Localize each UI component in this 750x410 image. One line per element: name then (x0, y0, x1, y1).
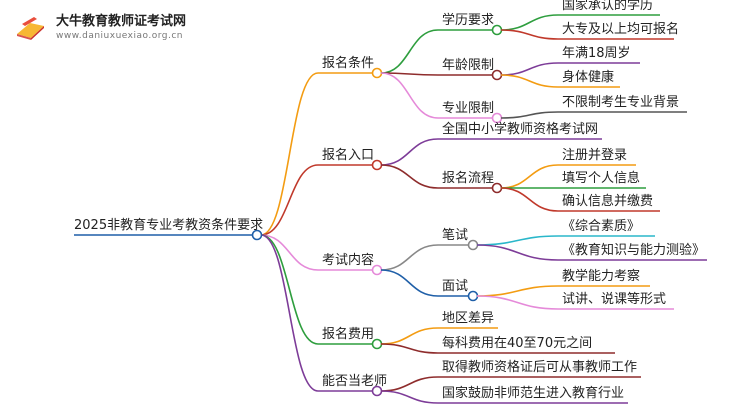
leaf-1-2-1: 年满18周岁 (562, 46, 631, 61)
child-node-3-2[interactable] (467, 290, 479, 302)
root-topic: 2025非教育专业考教资条件要求 (74, 218, 264, 233)
branch-link (260, 72, 319, 236)
leaf-link (476, 244, 559, 261)
leaf-link (500, 29, 559, 40)
child-link (380, 244, 439, 271)
leaf-3-2-1: 教学能力考察 (562, 269, 641, 284)
branch-4: 报名费用 (322, 327, 375, 342)
root-node[interactable] (251, 229, 263, 241)
leaf-1-2-2: 身体健康 (562, 70, 615, 85)
branch-5: 能否当老师 (322, 374, 388, 389)
child-link (380, 164, 439, 189)
child-1-1: 学历要求 (442, 13, 495, 28)
child-5-1: 取得教师资格证后可从事教师工作 (442, 360, 638, 375)
branch-link (260, 234, 319, 271)
leaf-3-1-1: 《综合素质》 (562, 219, 641, 234)
leaf-link (476, 285, 559, 297)
child-3-1: 笔试 (442, 228, 469, 243)
branch-link (260, 164, 319, 236)
leaf-link (500, 187, 559, 212)
child-node-3-1[interactable] (467, 239, 479, 251)
branch-link (260, 234, 319, 392)
leaf-1-1-1: 国家承认的学历 (562, 0, 654, 13)
leaf-link (476, 235, 559, 246)
child-link (380, 390, 439, 404)
child-2-1: 全国中小学教师资格考试网 (442, 122, 599, 137)
child-link (380, 72, 439, 119)
leaf-1-1-2: 大专及以上均可报名 (562, 22, 680, 37)
leaf-link (500, 74, 559, 88)
child-link (380, 29, 439, 74)
leaf-3-2-2: 试讲、说课等形式 (562, 292, 667, 307)
leaf-link (476, 295, 559, 310)
child-link (380, 269, 439, 297)
branch-2: 报名入口 (322, 148, 375, 163)
leaf-link (500, 111, 559, 119)
branch-link (260, 234, 319, 345)
child-4-2: 每科费用在40至70元之间 (442, 336, 593, 351)
child-4-1: 地区差异 (442, 311, 495, 326)
leaf-link (500, 62, 559, 76)
brand-name: 大牛教育教师证考试网 (56, 14, 187, 29)
child-link (380, 138, 439, 166)
child-5-2: 国家鼓励非师范生进入教育行业 (442, 386, 625, 401)
book-pencil-logo-icon (14, 14, 48, 42)
child-1-2: 年龄限制 (442, 58, 495, 73)
leaf-3-1-2: 《教育知识与能力测验》 (562, 243, 706, 258)
leaf-link (500, 14, 559, 31)
child-link (380, 343, 439, 354)
branch-1: 报名条件 (322, 56, 375, 71)
child-1-3: 专业限制 (442, 101, 495, 116)
leaf-2-2-3: 确认信息并缴费 (562, 194, 654, 209)
leaf-1-3-1: 不限制考生专业背景 (562, 95, 680, 110)
brand-url: www.daniuxuexiao.org.cn (56, 31, 183, 41)
leaf-link (500, 164, 559, 189)
child-link (380, 376, 439, 392)
brand-logo[interactable]: 大牛教育教师证考试网 www.daniuxuexiao.org.cn (14, 14, 186, 42)
leaf-2-2-1: 注册并登录 (562, 148, 628, 163)
child-link (380, 327, 439, 345)
child-3-2: 面试 (442, 279, 469, 294)
branch-3: 考试内容 (322, 253, 375, 268)
child-2-2: 报名流程 (442, 171, 495, 186)
leaf-2-2-2: 填写个人信息 (562, 171, 641, 186)
